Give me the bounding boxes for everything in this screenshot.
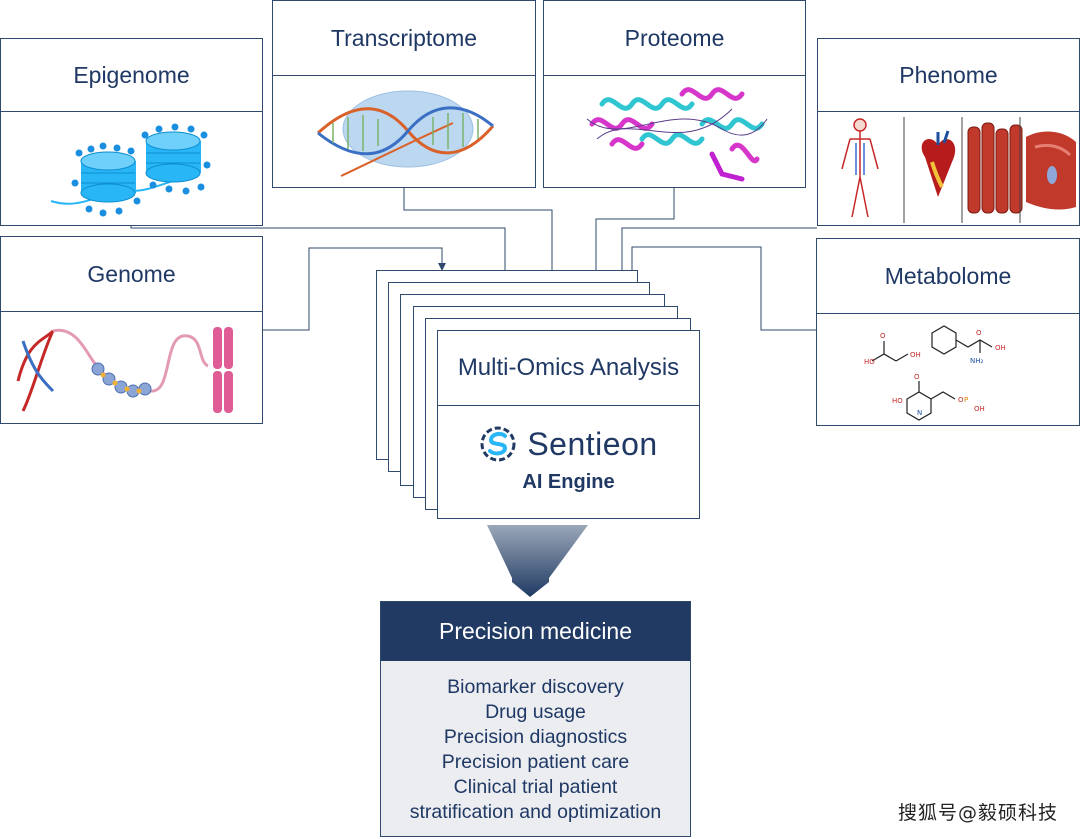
down-arrow-icon [487,525,588,597]
epigenome-title: Epigenome [1,39,262,112]
connector-epigenome [130,226,509,279]
molecule-structures-icon: HO OH O OH O O HO O OH NH₂ N P [864,325,1006,421]
chromosome-icon [213,327,233,413]
epigenome-box: Epigenome [0,38,263,226]
svg-text:P: P [964,396,968,404]
vascular-body-icon [841,118,879,218]
list-item: Precision diagnostics [443,726,628,748]
list-item: Drug usage [485,701,586,723]
genome-box: Genome [0,236,263,424]
nucleosome-icon [50,123,211,217]
heart-icon [921,130,956,197]
svg-text:O: O [976,329,982,337]
list-item: Precision patient care [441,751,630,773]
sentieon-logo-icon [480,426,516,462]
muscle-fiber-icon [967,122,1023,214]
metabolome-title: Metabolome [817,239,1079,314]
rna-helix-icon [316,90,495,177]
engine-subtitle: AI Engine [522,471,615,493]
precision-medicine-title: Precision medicine [381,602,690,661]
connector-genome [262,247,446,331]
list-item: Biomarker discovery [447,676,624,698]
svg-text:HO: HO [864,358,875,366]
svg-text:OH: OH [974,405,985,413]
sentieon-brand: Sentieon [438,425,699,463]
svg-text:NH₂: NH₂ [970,357,984,365]
connector-proteome [592,188,675,307]
svg-text:HO: HO [892,397,903,405]
proteome-box: Proteome [543,0,806,188]
svg-text:O: O [880,332,886,340]
precision-medicine-list: Biomarker discovery Drug usage Precision… [381,675,690,825]
phenome-title: Phenome [818,39,1079,112]
list-item: stratification and optimization [409,801,662,823]
svg-text:N: N [917,409,922,417]
list-item: Clinical trial patient [453,776,618,798]
genome-title: Genome [1,237,262,312]
multi-omics-analysis-box: Multi-Omics Analysis Sentieon AI Engine [437,330,700,519]
anatomy-icons [841,117,1076,223]
proteome-title: Proteome [544,1,805,76]
svg-text:O: O [914,373,920,381]
analysis-title: Multi-Omics Analysis [438,331,699,406]
svg-text:OH: OH [910,351,921,359]
dna-chromosome-icon [16,327,233,413]
protein-structure-icon [586,87,768,182]
phenome-box: Phenome [817,38,1080,226]
watermark-text: 搜狐号@毅硕科技 [897,802,1058,824]
brand-name: Sentieon [527,425,658,462]
svg-text:O: O [958,396,964,404]
blood-vessel-icon [1026,131,1076,210]
transcriptome-box: Transcriptome [272,0,536,188]
precision-medicine-box: Precision medicine Biomarker discovery D… [380,601,691,837]
connector-transcriptome [403,188,556,296]
metabolome-box: Metabolome HO OH O OH O O HO O OH NH₂ N P [816,238,1080,426]
transcriptome-title: Transcriptome [273,1,535,76]
svg-text:OH: OH [995,344,1006,352]
